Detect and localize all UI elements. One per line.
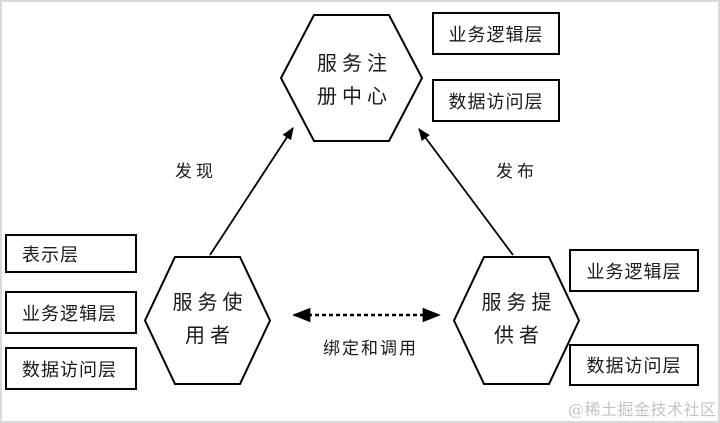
publish-edge-label: 发布	[496, 162, 538, 182]
discover-arrow	[209, 126, 294, 256]
registry-label-line1: 服务注	[317, 51, 392, 75]
registry-label-line2: 册中心	[317, 84, 392, 108]
consumer-hexagon-label: 服务使 用者	[145, 286, 270, 352]
left-layer-box-data-access: 数据访问层	[5, 347, 137, 390]
provider-hexagon-shape	[452, 256, 581, 385]
registry-hexagon-label: 服务注 册中心	[282, 47, 422, 113]
registry-hexagon-shape	[279, 14, 424, 142]
provider-label-line1: 服务提	[481, 290, 557, 314]
left-layer-box-presentation: 表示层	[5, 234, 137, 273]
publish-arrow	[418, 127, 514, 256]
discover-edge-label: 发现	[175, 162, 217, 182]
right-layer-box-business-logic: 业务逻辑层	[569, 249, 699, 292]
left-layer-box-business-logic: 业务逻辑层	[5, 291, 137, 334]
provider-hexagon-label: 服务提 供者	[454, 286, 579, 352]
consumer-label-line1: 服务使	[172, 290, 248, 314]
consumer-label-line2: 用者	[185, 323, 235, 347]
watermark-text: @稀土掘金技术社区	[568, 400, 717, 419]
bind-invoke-edge-label: 绑定和调用	[323, 339, 418, 359]
provider-label-line2: 供者	[494, 323, 544, 347]
top-right-layer-box-business-logic: 业务逻辑层	[432, 12, 560, 55]
consumer-hexagon-shape	[143, 256, 272, 385]
right-layer-box-data-access: 数据访问层	[569, 344, 699, 386]
top-right-layer-box-data-access: 数据访问层	[432, 79, 560, 122]
